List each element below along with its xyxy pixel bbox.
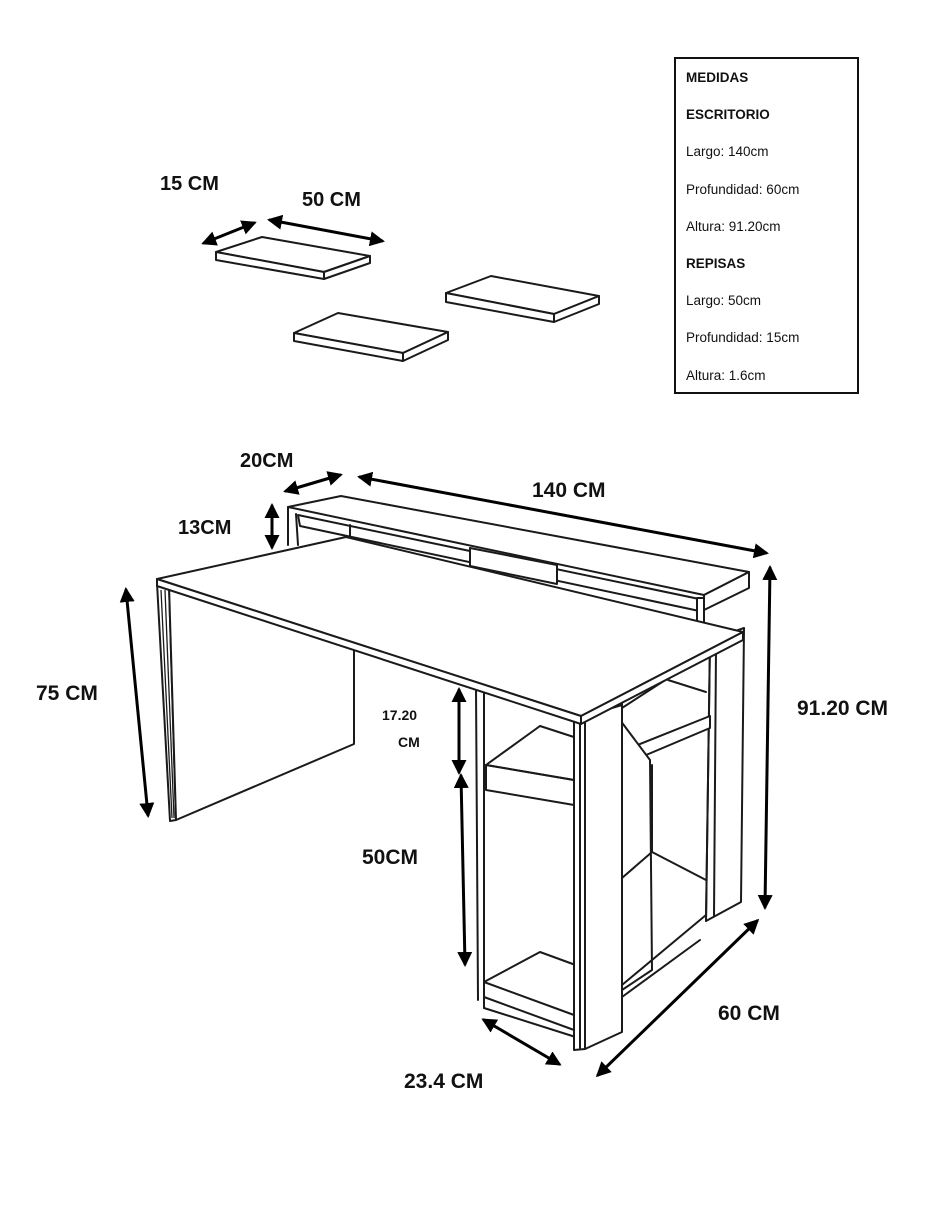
arrow-desk-height: [119, 587, 155, 818]
shelf-1: [215, 236, 371, 280]
spec-heading: ESCRITORIO: [686, 107, 770, 123]
label-desk-height: 75 CM: [36, 682, 98, 705]
spec-row: Altura: 1.6cm: [686, 367, 766, 383]
arrow-desk-length: [357, 471, 769, 559]
arrow-total-height: [757, 565, 778, 910]
label-cabinet-height: 50CM: [362, 846, 418, 869]
back-column: [705, 627, 745, 922]
label-shelf-length: 50 CM: [302, 189, 361, 211]
spec-heading: REPISAS: [686, 255, 746, 271]
label-cabinet-width: 23.4 CM: [404, 1070, 483, 1093]
label-desk-depth: 60 CM: [718, 1002, 780, 1025]
desk-drawing: [156, 495, 750, 1051]
spec-row: Largo: 140cm: [686, 144, 769, 160]
label-hutch-height: 13CM: [178, 517, 231, 539]
desktop: [156, 536, 744, 725]
arrow-hutch-depth: [283, 471, 343, 495]
label-top-gap-value: 17.20: [382, 707, 417, 723]
dimension-labels: 15 CM 50 CM 20CM 140 CM 13CM 75 CM 91.20…: [36, 173, 888, 1093]
label-desk-length: 140 CM: [532, 479, 606, 502]
arrow-cabinet-width: [481, 1018, 562, 1066]
spec-row: Largo: 50cm: [686, 293, 762, 309]
shelf-3: [293, 312, 449, 362]
arrow-shelf-length: [267, 214, 385, 247]
spec-row: Profundidad: 15cm: [686, 330, 800, 346]
spec-row: Altura: 91.20cm: [686, 218, 781, 234]
label-top-gap-unit: CM: [398, 734, 420, 750]
dimension-arrows: [119, 214, 778, 1078]
arrow-desk-depth: [595, 918, 760, 1078]
label-shelf-depth: 15 CM: [160, 173, 219, 195]
left-leg-panel: [156, 582, 355, 822]
label-hutch-depth: 20CM: [240, 450, 293, 472]
label-total-height: 91.20 CM: [797, 697, 888, 720]
spec-row: Profundidad: 60cm: [686, 181, 800, 197]
spec-heading: MEDIDAS: [686, 70, 749, 85]
arrow-cabinet-height: [453, 773, 473, 967]
arrow-shelf-depth: [201, 220, 257, 246]
shelf-2: [445, 275, 600, 323]
floating-shelves: [215, 236, 600, 362]
